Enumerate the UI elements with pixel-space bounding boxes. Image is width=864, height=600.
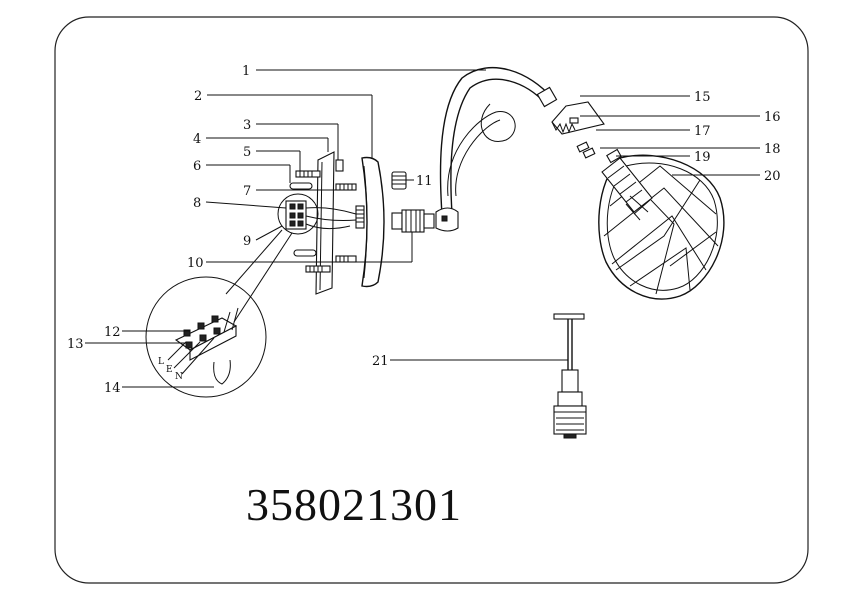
lamp-arm — [435, 67, 558, 232]
terminal-letter-l: L — [158, 357, 164, 367]
callout-15: 15 — [694, 90, 711, 105]
terminal-letter-e: E — [166, 365, 173, 375]
callout-16: 16 — [764, 110, 781, 125]
lamp-cup — [551, 101, 605, 135]
callout-20: 20 — [764, 169, 781, 184]
callout-6: 6 — [193, 159, 201, 174]
glass-shade — [598, 154, 725, 300]
terminal-block-small — [277, 193, 357, 235]
callout-21: 21 — [372, 354, 389, 369]
callout-11: 11 — [416, 174, 433, 189]
callout-4: 4 — [193, 132, 201, 147]
terminal-detail-magnified — [145, 276, 267, 398]
terminal-letter-n: N — [175, 372, 183, 382]
callout-9: 9 — [243, 234, 251, 249]
callout-18: 18 — [764, 142, 781, 157]
callout-3: 3 — [243, 118, 251, 133]
callout-7: 7 — [243, 184, 251, 199]
callout-8: 8 — [193, 196, 201, 211]
callout-5: 5 — [243, 145, 251, 160]
model-number: 358021301 — [246, 479, 462, 530]
threaded-tube — [391, 209, 435, 233]
callout-14: 14 — [104, 381, 121, 396]
callout-2: 2 — [194, 89, 202, 104]
callout-13: 13 — [67, 337, 84, 352]
callout-12: 12 — [104, 325, 121, 340]
wall-canopy — [361, 156, 385, 288]
callout-17: 17 — [694, 124, 711, 139]
bulb-socket-21 — [553, 313, 587, 439]
fixing-screws — [289, 159, 365, 273]
callout-1: 1 — [242, 64, 250, 79]
nut-11 — [391, 171, 407, 190]
leader-lines — [85, 69, 760, 388]
callout-19: 19 — [694, 150, 711, 165]
socket-rings — [576, 141, 622, 164]
callout-10: 10 — [187, 256, 204, 271]
